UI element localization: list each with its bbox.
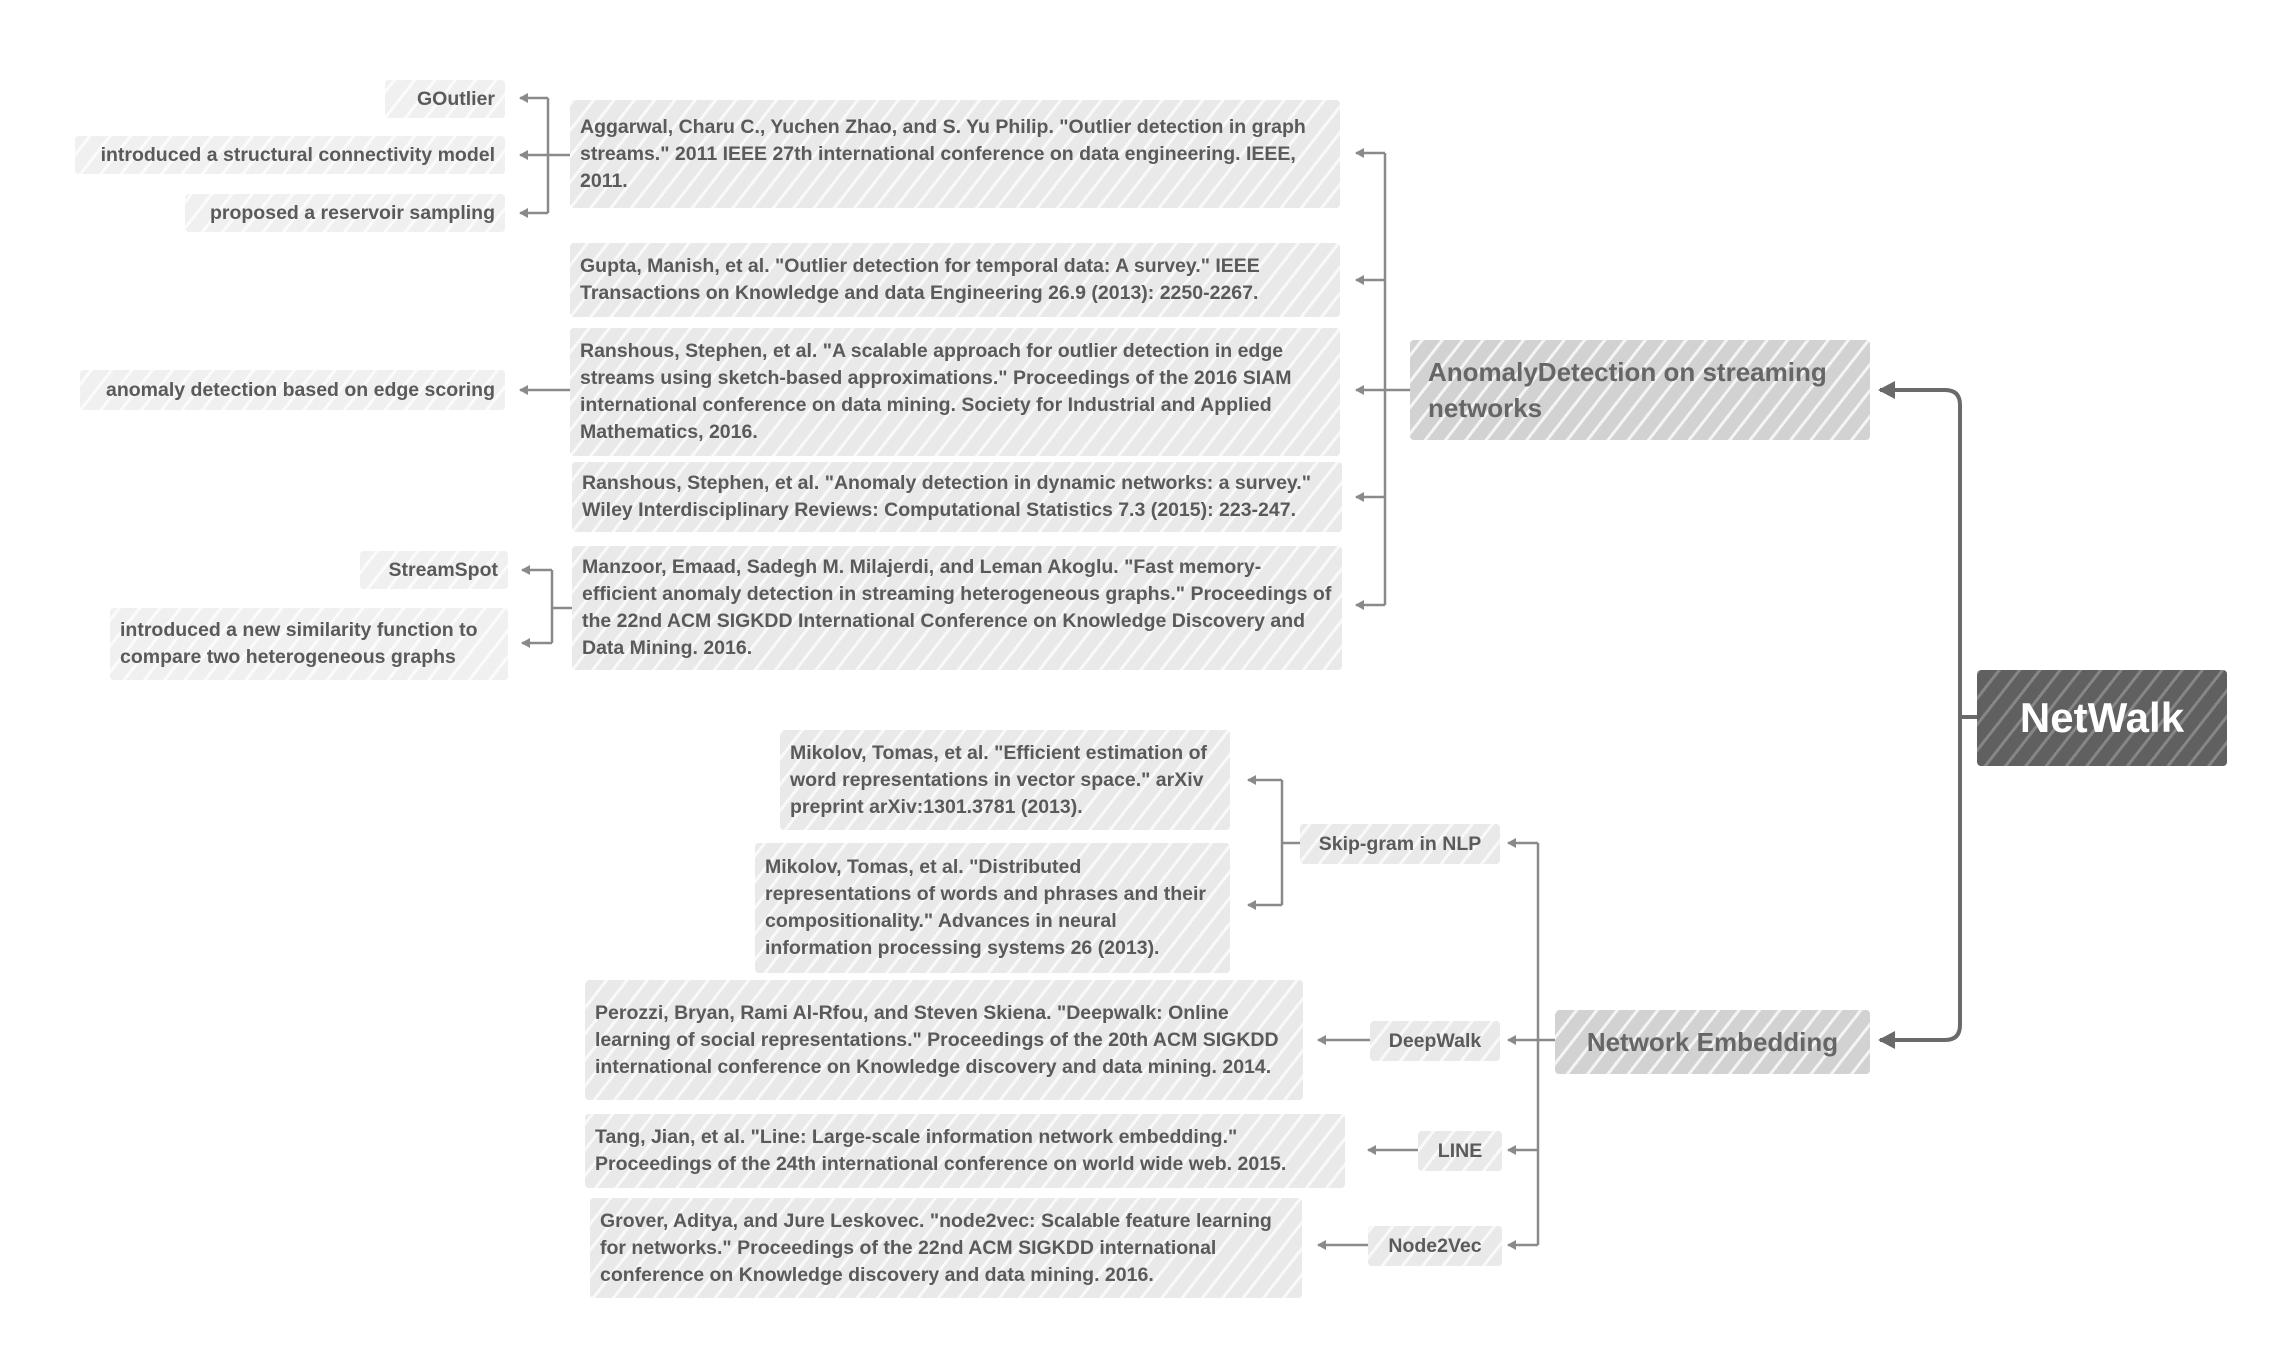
embedding-connector [1507,838,1555,1250]
method-deepwalk[interactable]: DeepWalk [1370,1021,1500,1061]
ref-node2vec[interactable]: Grover, Aditya, and Jure Leskovec. "node… [590,1198,1302,1298]
ref-ranshous-scalable[interactable]: Ranshous, Stephen, et al. "A scalable ap… [570,328,1340,456]
ref-ranshous-survey[interactable]: Ranshous, Stephen, et al. "Anomaly detec… [572,462,1342,532]
ref-mikolov-distributed[interactable]: Mikolov, Tomas, et al. "Distributed repr… [755,843,1230,973]
note-structural-model[interactable]: introduced a structural connectivity mod… [75,136,505,174]
topic-label: AnomalyDetection on streaming networks [1428,357,1827,423]
skipgram-connector [1247,775,1300,910]
topic-anomaly-detection[interactable]: AnomalyDetection on streaming networks [1410,340,1870,440]
method-line[interactable]: LINE [1418,1131,1502,1171]
root-node-netwalk[interactable]: NetWalk [1977,670,2227,766]
note-reservoir-sampling[interactable]: proposed a reservoir sampling [185,194,505,232]
ref-mikolov-efficient[interactable]: Mikolov, Tomas, et al. "Efficient estima… [780,730,1230,830]
root-connector [1878,381,1977,1049]
anomaly-connector [1355,148,1410,610]
method-skipgram[interactable]: Skip-gram in NLP [1300,824,1500,864]
ref-line[interactable]: Tang, Jian, et al. "Line: Large-scale in… [585,1114,1345,1188]
ref-aggarwal[interactable]: Aggarwal, Charu C., Yuchen Zhao, and S. … [570,100,1340,208]
note-similarity-function[interactable]: introduced a new similarity function to … [110,608,508,680]
topic-label: Network Embedding [1586,1027,1839,1057]
note-edge-scoring[interactable]: anomaly detection based on edge scoring [80,370,505,410]
topic-network-embedding[interactable]: Network Embedding [1555,1010,1870,1074]
method-connectors [1317,1035,1418,1250]
root-label: NetWalk [2019,694,2185,741]
ref-manzoor[interactable]: Manzoor, Emaad, Sadegh M. Milajerdi, and… [572,546,1342,670]
note-streamspot[interactable]: StreamSpot [360,551,508,589]
ref-gupta[interactable]: Gupta, Manish, et al. "Outlier detection… [570,243,1340,317]
method-node2vec[interactable]: Node2Vec [1368,1226,1502,1266]
manzoor-connector [521,565,572,648]
ref-deepwalk[interactable]: Perozzi, Bryan, Rami Al-Rfou, and Steven… [585,980,1303,1100]
note-goutlier[interactable]: GOutlier [385,80,505,118]
aggarwal-connector [519,93,570,218]
